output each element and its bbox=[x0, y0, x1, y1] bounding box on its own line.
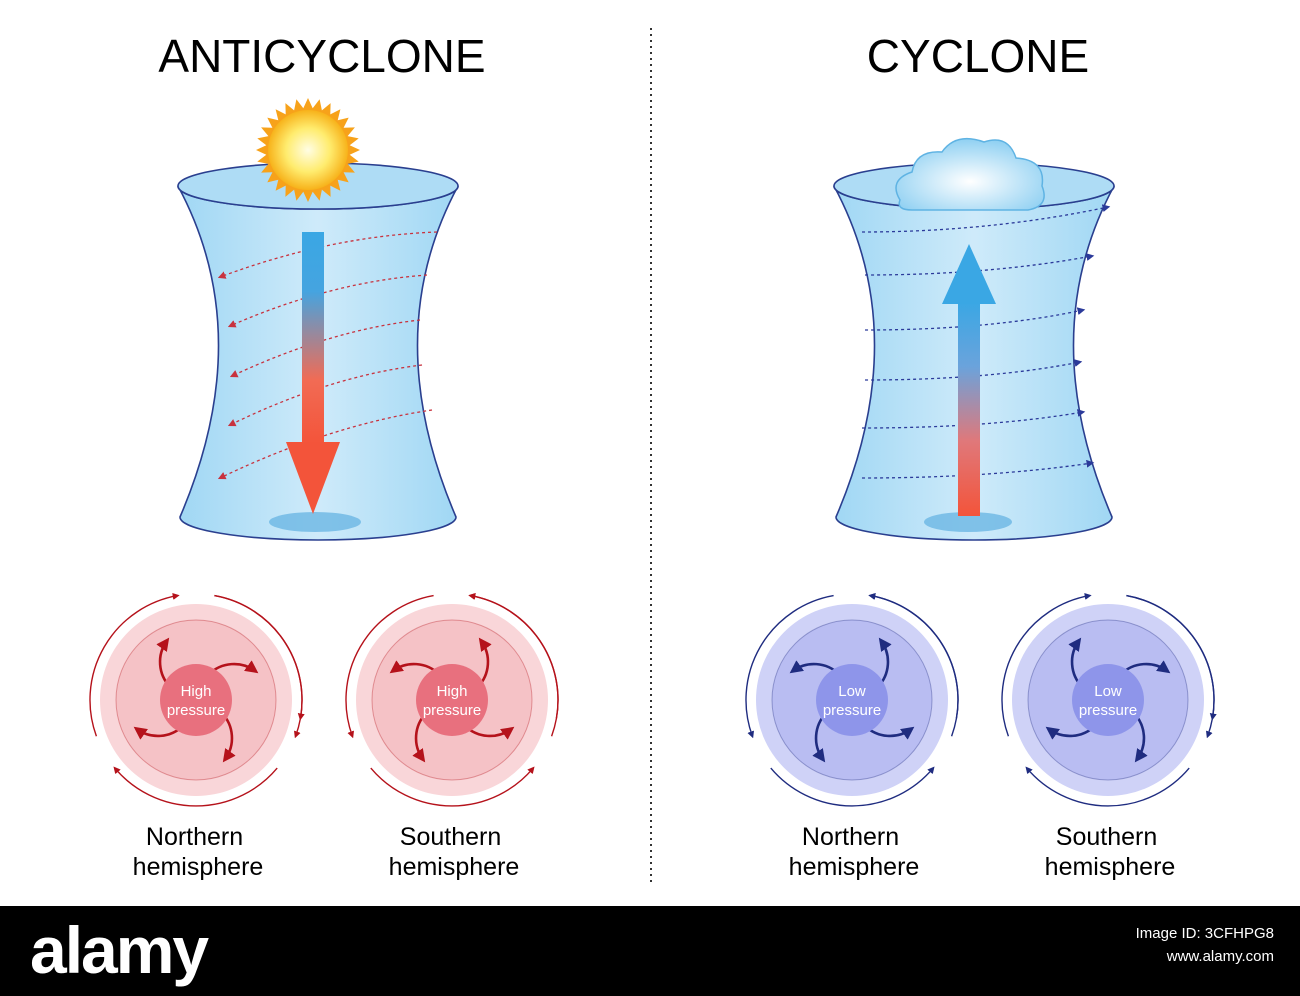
flow-line bbox=[861, 459, 1095, 479]
flow-line bbox=[861, 409, 1086, 429]
flow-line bbox=[864, 253, 1095, 276]
pressure-center bbox=[1072, 664, 1144, 736]
cyclone-base-spot bbox=[924, 512, 1012, 532]
sun-core bbox=[268, 110, 348, 190]
ascending-air-arrow bbox=[942, 244, 996, 516]
circulation-arrow bbox=[468, 593, 559, 719]
anticyclone-title: ANTICYCLONE bbox=[158, 30, 485, 82]
circulation-arrow bbox=[745, 594, 834, 739]
flow-line bbox=[861, 204, 1111, 233]
flow-line bbox=[217, 409, 433, 480]
cyclone-flow-lines bbox=[861, 204, 1111, 479]
descending-air-arrow bbox=[286, 232, 340, 514]
footer-meta: Image ID: 3CFHPG8 www.alamy.com bbox=[1136, 922, 1274, 968]
site-url-text: www.alamy.com bbox=[1166, 948, 1274, 965]
flow-line bbox=[227, 364, 423, 427]
circulation-arrow bbox=[113, 766, 278, 807]
footer-bar: alamy Image ID: 3CFHPG8 www.alamy.com bbox=[0, 906, 1300, 996]
anticyclone-column bbox=[177, 162, 459, 541]
circulation-arrow bbox=[770, 766, 935, 807]
image-id-text: Image ID: 3CFHPG8 bbox=[1135, 925, 1274, 942]
sun-icon bbox=[256, 98, 360, 202]
circulation-arrow bbox=[345, 594, 434, 739]
pressure-center bbox=[160, 664, 232, 736]
left-south-label: Southern hemisphere bbox=[389, 823, 520, 881]
flow-line bbox=[229, 319, 421, 378]
right-north-label: Northern hemisphere bbox=[789, 823, 920, 881]
right-south-label: Southern hemisphere bbox=[1045, 823, 1176, 881]
circulation-arrow bbox=[1025, 766, 1190, 807]
circulation-arrow bbox=[1001, 593, 1092, 737]
circulation-arrow bbox=[868, 593, 959, 719]
cyclone-column bbox=[833, 162, 1115, 541]
circulation-arrow bbox=[89, 593, 180, 737]
anticyclone-base-spot bbox=[269, 512, 361, 532]
flow-line bbox=[217, 231, 438, 279]
cyclone-title: CYCLONE bbox=[867, 30, 1089, 82]
flow-line bbox=[864, 359, 1083, 381]
pressure-center bbox=[816, 664, 888, 736]
circulation-arrow bbox=[214, 594, 305, 721]
anticyclone-flow-lines bbox=[217, 231, 438, 480]
cloud-icon bbox=[895, 137, 1045, 211]
left-north-label: Northern hemisphere bbox=[133, 823, 264, 881]
cyclone-anticyclone-diagram: ANTICYCLONE CYCLONE bbox=[89, 28, 1217, 886]
circulation-arrow bbox=[1126, 594, 1217, 721]
pressure-center bbox=[416, 664, 488, 736]
brand-logo: alamy bbox=[30, 913, 209, 987]
circulation-arrow bbox=[370, 766, 535, 807]
